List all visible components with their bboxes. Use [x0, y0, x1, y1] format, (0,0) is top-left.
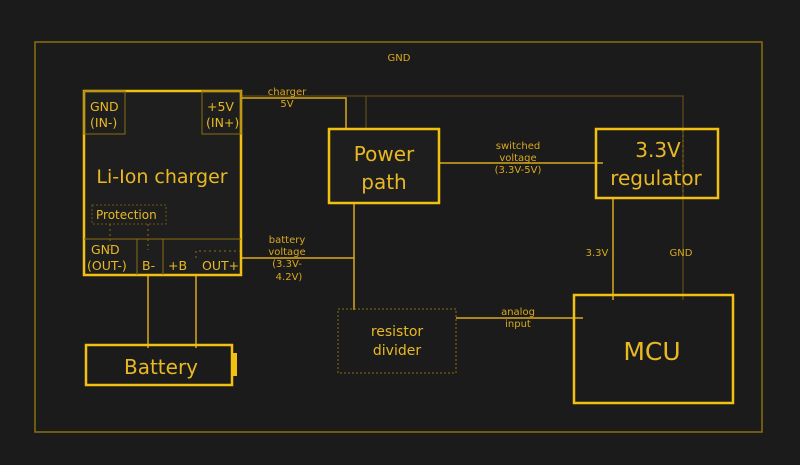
pin-out-plus: OUT+	[202, 258, 239, 273]
switched-label-3: (3.3V-5V)	[495, 165, 542, 176]
v33-label: 3.3V	[586, 248, 609, 259]
charger-5v-label-1: charger	[268, 87, 307, 98]
battery-label: Battery	[124, 355, 198, 379]
charger-5v-label-2: 5V	[280, 99, 293, 110]
pin-gnd-out-sub: (OUT-)	[87, 258, 127, 273]
mcu-label: MCU	[623, 337, 680, 366]
switched-label-2: voltage	[499, 153, 536, 164]
pin-gnd-out-label: GND	[91, 242, 120, 257]
divider-label-1: resistor	[371, 324, 424, 340]
power-path-block[interactable]: Power path	[327, 127, 441, 205]
pin-5v-in-label: +5V	[207, 99, 234, 114]
protection-label: Protection	[96, 208, 157, 222]
power-path-label-2: path	[361, 170, 406, 194]
wire-charger-5v	[230, 97, 347, 128]
pin-5v-in-sub: (IN+)	[206, 115, 239, 130]
charger-block[interactable]: GND (IN-) +5V (IN+) Li-Ion charger Prote…	[82, 89, 243, 277]
pin-gnd-in-label: GND	[90, 99, 119, 114]
battery-terminal-icon	[232, 353, 237, 376]
wires	[147, 97, 614, 348]
regulator-label-1: 3.3V	[635, 138, 681, 162]
analog-label-1: analog	[501, 307, 535, 318]
protection-box	[91, 204, 167, 225]
battery-v-label-3: (3.3V-	[272, 259, 302, 270]
pin-5v-in	[201, 90, 242, 135]
battery-block[interactable]: Battery	[84, 343, 237, 387]
battery-v-label-2: voltage	[268, 247, 305, 258]
charger-title: Li-Ion charger	[96, 166, 227, 188]
switched-label-1: switched	[496, 141, 540, 152]
outer-frame	[34, 41, 763, 433]
regulator-block[interactable]: 3.3V regulator	[594, 127, 720, 200]
pin-b-plus: +B	[168, 258, 187, 273]
gnd-top-label: GND	[388, 53, 411, 64]
battery-v-label-4: 4.2V)	[276, 272, 303, 283]
regulator-label-2: regulator	[610, 166, 702, 190]
analog-label-2: input	[505, 319, 531, 330]
mcu-block[interactable]: MCU	[572, 293, 735, 405]
pin-gnd-in	[83, 90, 126, 135]
pin-gnd-in-sub: (IN-)	[90, 115, 117, 130]
divider-label-2: divider	[373, 343, 421, 359]
power-path-label-1: Power	[354, 142, 415, 166]
pin-b-minus: B-	[142, 258, 155, 273]
resistor-divider-block[interactable]: resistor divider	[337, 308, 457, 374]
gnd-right-label: GND	[670, 248, 693, 259]
battery-v-label-1: battery	[269, 235, 306, 246]
